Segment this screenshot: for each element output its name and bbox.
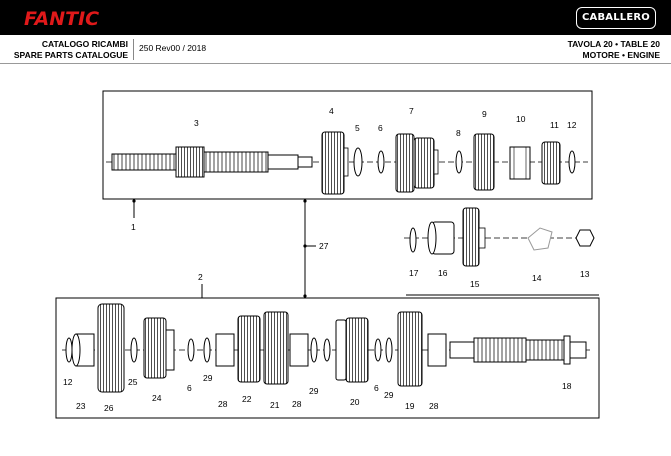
callout-18: 18 <box>562 381 572 391</box>
gear-20 <box>335 317 369 383</box>
callout-16: 16 <box>438 268 448 278</box>
callout-23: 23 <box>76 401 86 411</box>
callout-24: 24 <box>152 393 162 403</box>
callout-17: 17 <box>409 268 419 278</box>
lock-plate-14 <box>527 227 553 251</box>
sprocket-15 <box>462 207 486 267</box>
bushing-10 <box>509 146 531 180</box>
gear-19 <box>397 311 423 387</box>
callout-5: 5 <box>355 123 360 133</box>
catalog-title: CATALOGO RICAMBI SPARE PARTS CATALOGUE <box>14 39 128 61</box>
washer-5 <box>353 147 363 177</box>
callout-28: 28 <box>218 399 228 409</box>
header-divider <box>133 39 134 60</box>
callout-4: 4 <box>329 106 334 116</box>
svg-text:FANTIC: FANTIC <box>24 8 99 29</box>
counter-shaft-18 <box>449 335 587 365</box>
callout-21: 21 <box>270 400 280 410</box>
gear-9 <box>473 133 495 191</box>
bearing-16 <box>427 221 455 255</box>
table-info: TAVOLA 20 • TABLE 20 MOTORE • ENGINE <box>568 39 660 61</box>
bushing-23 <box>71 333 95 367</box>
gear-4 <box>321 131 349 195</box>
washer-12 <box>568 150 576 174</box>
circlip-6d <box>374 338 382 362</box>
callout-6: 6 <box>378 123 383 133</box>
caballero-badge: CABALLERO <box>576 7 656 29</box>
callout-14: 14 <box>532 273 542 283</box>
washer-25 <box>130 337 138 363</box>
callout-29: 29 <box>203 373 213 383</box>
catalog-header: CATALOGO RICAMBI SPARE PARTS CATALOGUE 2… <box>0 35 671 64</box>
gear-7 <box>395 133 439 193</box>
callout-6-lower-b: 6 <box>374 383 379 393</box>
brand-bar: FANTIC CABALLERO <box>0 0 671 35</box>
callout-3: 3 <box>194 118 199 128</box>
callout-12: 12 <box>567 120 577 130</box>
bushing-28b <box>289 333 309 367</box>
oil-seal-17 <box>409 227 417 253</box>
callout-2: 2 <box>198 272 203 282</box>
circlip-6c <box>323 338 331 362</box>
callout-15: 15 <box>470 279 480 289</box>
catalog-title-it: CATALOGO RICAMBI <box>41 39 128 49</box>
callout-29-c: 29 <box>384 390 394 400</box>
callout-12-lower: 12 <box>63 377 73 387</box>
washer-29 <box>203 337 211 363</box>
washer-29b <box>310 337 318 363</box>
main-shaft <box>111 146 313 178</box>
gear-11 <box>541 141 561 185</box>
callout-7: 7 <box>409 106 414 116</box>
circlip-6b <box>187 338 195 362</box>
callout-28-c: 28 <box>429 401 439 411</box>
bushing-28c <box>427 333 447 367</box>
washer-12b <box>65 337 73 363</box>
circlip-8 <box>455 150 463 174</box>
circlip-6 <box>377 150 385 174</box>
nut-13 <box>575 229 595 247</box>
callout-28-b: 28 <box>292 399 302 409</box>
gear-24 <box>143 317 175 379</box>
fantic-logo: FANTIC <box>24 8 99 29</box>
revision-label: 250 Rev00 / 2018 <box>139 43 207 53</box>
callout-labels: 1 2 3 4 5 6 7 8 9 10 11 12 13 14 15 16 1… <box>63 106 590 413</box>
gear-22 <box>237 315 261 383</box>
callout-10: 10 <box>516 114 526 124</box>
gear-21 <box>263 311 289 385</box>
callout-25: 25 <box>128 377 138 387</box>
bushing-28 <box>215 333 235 367</box>
callout-8: 8 <box>456 128 461 138</box>
callout-1: 1 <box>131 222 136 232</box>
callout-22: 22 <box>242 394 252 404</box>
callout-26: 26 <box>104 403 114 413</box>
gear-26 <box>97 303 125 393</box>
callout-19: 19 <box>405 401 415 411</box>
callout-9: 9 <box>482 109 487 119</box>
washer-29c <box>385 337 393 363</box>
callout-27: 27 <box>319 241 329 251</box>
callout-6-lower-a: 6 <box>187 383 192 393</box>
callout-13: 13 <box>580 269 590 279</box>
table-title: TAVOLA 20 • TABLE 20 <box>567 39 660 49</box>
callout-11: 11 <box>550 120 559 130</box>
lower-shaft-frame <box>55 297 600 419</box>
callout-29-b: 29 <box>309 386 319 396</box>
section-title: MOTORE • ENGINE <box>582 50 660 60</box>
callout-20: 20 <box>350 397 360 407</box>
catalog-title-en: SPARE PARTS CATALOGUE <box>13 50 128 60</box>
upper-shaft-frame <box>102 90 593 200</box>
